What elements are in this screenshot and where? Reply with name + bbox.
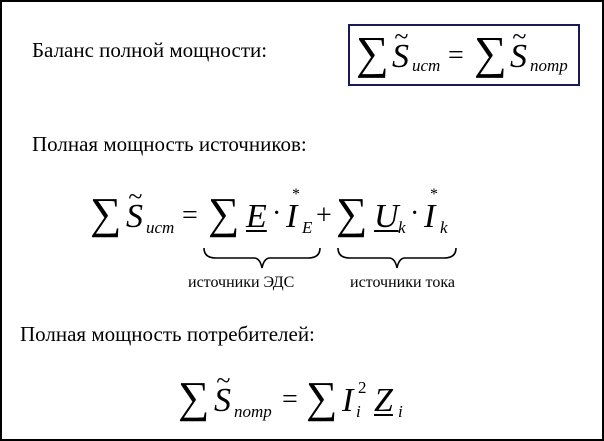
balance-equation-box: ∑ S ~ ист = ∑ S ~ потр	[348, 22, 580, 86]
balance-heading: Баланс полной мощности:	[32, 38, 268, 62]
impedance-symbol: Z	[374, 382, 393, 419]
subscript-consumers: потр	[530, 56, 568, 75]
current-symbol: I	[286, 198, 298, 235]
tilde-mark: ~	[128, 182, 143, 211]
sum-symbol: ∑	[306, 373, 338, 422]
tilde-mark: ~	[512, 22, 527, 51]
subscript-i: i	[356, 402, 361, 421]
subscript-sources: ист	[146, 218, 175, 237]
equals-sign: =	[282, 384, 298, 415]
tilde-mark: ~	[216, 366, 231, 395]
s-symbol: S	[214, 382, 231, 419]
label-current-sources: источники тока	[350, 274, 455, 291]
conjugate-mark: *	[292, 186, 300, 203]
plus-sign: +	[316, 200, 332, 231]
sum-symbol: ∑	[90, 189, 122, 238]
consumers-equation: ∑ S ~ потр = ∑ I i 2 Z i	[178, 366, 418, 426]
sum-symbol: ∑	[208, 189, 240, 238]
s-symbol: S	[510, 38, 527, 75]
subscript-k: k	[440, 218, 448, 237]
current-symbol: I	[424, 198, 436, 235]
subscript-i: i	[398, 402, 403, 421]
superscript-2: 2	[358, 378, 367, 397]
sum-symbol: ∑	[474, 27, 507, 78]
sum-symbol: ∑	[336, 189, 368, 238]
s-symbol: S	[126, 198, 143, 235]
current-symbol: I	[342, 382, 354, 419]
label-emf-sources: источники ЭДС	[188, 274, 295, 291]
dot-operator: ·	[410, 198, 420, 229]
s-symbol: S	[392, 38, 409, 75]
brace-current-sources	[337, 247, 457, 269]
subscript-consumers: потр	[234, 402, 272, 421]
sources-equation: ∑ S ~ ист = ∑ E · I * E + ∑ U k · I * k	[90, 182, 490, 244]
equals-sign: =	[448, 40, 464, 71]
brace-emf-sources	[203, 247, 321, 269]
emf-symbol: E	[246, 198, 267, 235]
subscript-k: k	[398, 218, 406, 237]
sources-heading: Полная мощность источников:	[32, 132, 307, 156]
subscript-e: E	[302, 218, 313, 237]
tilde-mark: ~	[394, 22, 409, 51]
voltage-symbol: U	[374, 198, 399, 235]
dot-operator: ·	[272, 198, 282, 229]
sum-symbol: ∑	[356, 27, 389, 78]
sum-symbol: ∑	[178, 373, 210, 422]
equals-sign: =	[182, 200, 198, 231]
consumers-heading: Полная мощность потребителей:	[20, 322, 315, 346]
conjugate-mark: *	[430, 186, 438, 203]
subscript-sources: ист	[412, 56, 441, 75]
